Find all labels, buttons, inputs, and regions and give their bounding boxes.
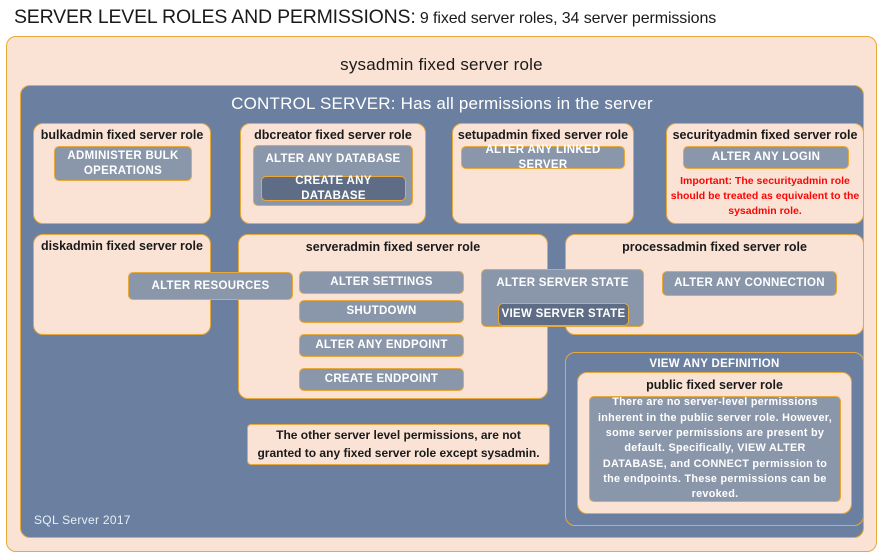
permission-view-any-definition: VIEW ANY DEFINITION <box>649 358 780 370</box>
serveradmin-role-label: serveradmin fixed server role <box>305 240 481 254</box>
public-role-description: There are no server-level permissions in… <box>589 396 841 502</box>
permission-alter-settings[interactable]: ALTER SETTINGS <box>299 271 464 294</box>
bulkadmin-role-label: bulkadmin fixed server role <box>40 128 204 142</box>
permission-alter-any-endpoint[interactable]: ALTER ANY ENDPOINT <box>299 334 464 357</box>
permission-create-any-database[interactable]: CREATE ANY DATABASE <box>261 175 406 202</box>
setupadmin-role-label: setupadmin fixed server role <box>457 128 629 142</box>
permission-alter-any-login[interactable]: ALTER ANY LOGIN <box>683 146 849 169</box>
permission-administer-bulk-operations[interactable]: ADMINISTER BULK OPERATIONS <box>54 146 192 181</box>
control-server-label: CONTROL SERVER: Has all permissions in t… <box>231 94 653 113</box>
permission-alter-resources[interactable]: ALTER RESOURCES <box>128 272 293 300</box>
permission-view-server-state[interactable]: VIEW SERVER STATE <box>498 303 629 326</box>
permission-alter-any-database-label: ALTER ANY DATABASE <box>265 153 401 165</box>
permission-alter-any-linked-server[interactable]: ALTER ANY LINKED SERVER <box>461 144 625 171</box>
sysadmin-role-label: sysadmin fixed server role <box>340 55 543 74</box>
permission-alter-server-state-label: ALTER SERVER STATE <box>496 277 629 289</box>
footnote-other-permissions: The other server level permissions, are … <box>247 424 550 465</box>
permission-shutdown[interactable]: SHUTDOWN <box>299 300 464 323</box>
page-title-strong: SERVER LEVEL ROLES AND PERMISSIONS: <box>14 6 416 28</box>
page-title-rest: 9 fixed server roles, 34 server permissi… <box>415 10 717 27</box>
version-label: SQL Server 2017 <box>34 513 131 527</box>
dbcreator-role-label: dbcreator fixed server role <box>254 128 412 142</box>
permission-alter-any-connection[interactable]: ALTER ANY CONNECTION <box>662 271 837 296</box>
diskadmin-role-label: diskadmin fixed server role <box>41 239 203 253</box>
public-role-label: public fixed server role <box>646 378 783 392</box>
securityadmin-warning-note: Important: The securityadmin role should… <box>670 175 860 218</box>
page-title: SERVER LEVEL ROLES AND PERMISSIONS: 9 fi… <box>14 6 874 34</box>
securityadmin-role-box[interactable] <box>666 123 864 224</box>
processadmin-role-label: processadmin fixed server role <box>622 240 807 254</box>
setupadmin-role-box[interactable] <box>452 123 634 224</box>
securityadmin-role-label: securityadmin fixed server role <box>672 128 858 142</box>
permission-create-endpoint[interactable]: CREATE ENDPOINT <box>299 368 464 391</box>
